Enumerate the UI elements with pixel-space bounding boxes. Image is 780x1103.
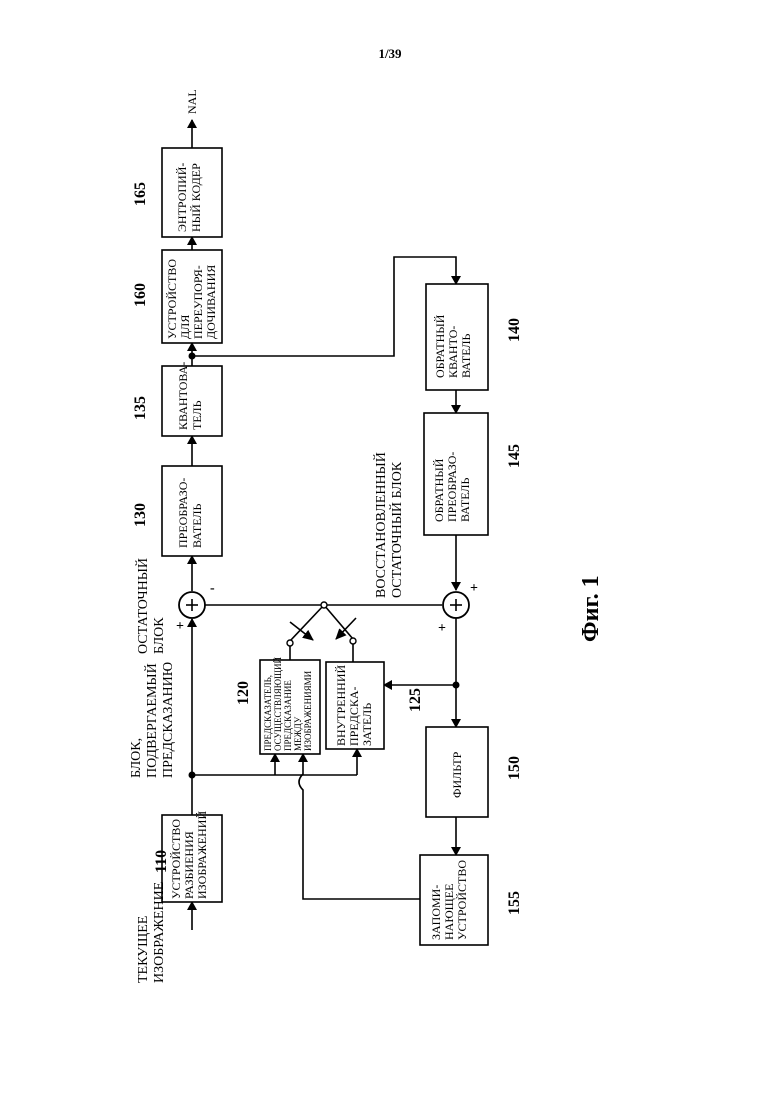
- block-120-inter-predictor: ПРЕДСКАЗАТЕЛЬ, ОСУЩЕСТВЛЯЮЩИЙ ПРЕДСКАЗАН…: [260, 655, 320, 754]
- junction-dot: [189, 353, 196, 360]
- ref-number-155: 155: [506, 891, 523, 915]
- label-residual-block: ОСТАТОЧНЫЙ БЛОК: [134, 554, 167, 654]
- subtractor-node: [179, 592, 205, 618]
- output-label-nal: NAL: [185, 89, 199, 114]
- plus-sign: +: [470, 581, 478, 596]
- ref-number-150: 150: [506, 756, 523, 780]
- ref-number-110: 110: [153, 850, 170, 873]
- connections: [192, 120, 456, 930]
- ref-number-135: 135: [132, 396, 149, 420]
- ref-number-120: 120: [235, 681, 252, 705]
- switch-contact-125: [350, 638, 356, 644]
- minus-sign: -: [210, 581, 215, 596]
- figure-caption: Фиг. 1: [578, 575, 604, 642]
- junction-dot: [189, 772, 196, 779]
- junction-dot: [453, 682, 460, 689]
- block-125-intra-predictor: ВНУТРЕННИЙ ПРЕДСКА- ЗАТЕЛЬ: [326, 662, 384, 749]
- label-predicted-block: БЛОК, ПОДВЕРГАЕМЫЙ ПРЕДСКАЗАНИЮ: [129, 660, 176, 778]
- block-165-entropy-coder: ЭНТРОПИЙ- НЫЙ КОДЕР: [162, 148, 222, 237]
- ref-number-145: 145: [506, 444, 523, 468]
- switch-arrow-2: [336, 618, 356, 639]
- line-135-to-140: [192, 257, 456, 356]
- ref-number-140: 140: [506, 318, 523, 342]
- block-110-image-splitter: УСТРОЙСТВО РАЗБИЕНИЯ ИЗОБРАЖЕНИЙ: [162, 811, 222, 902]
- block-135-quantizer: КВАНТОВА- ТЕЛЬ: [162, 359, 222, 436]
- ref-number-130: 130: [132, 503, 149, 527]
- label-current-image: ТЕКУЩЕЕ ИЗОБРАЖЕНИЕ: [136, 882, 167, 983]
- plus-sign: +: [438, 621, 446, 636]
- block-140-inverse-quantizer: ОБРАТНЫЙ КВАНТО- ВАТЕЛЬ: [426, 284, 488, 390]
- plus-sign: +: [176, 619, 184, 634]
- block-130-transformer: ПРЕОБРАЗО- ВАТЕЛЬ: [162, 466, 222, 556]
- block-145-inverse-transformer: ОБРАТНЫЙ ПРЕОБРАЗО- ВАТЕЛЬ: [424, 413, 488, 535]
- ref-number-160: 160: [132, 283, 149, 307]
- switch-arm-125: [324, 605, 353, 639]
- svg-text:ФИЛЬТР: ФИЛЬТР: [450, 751, 464, 798]
- block-150-filter: ФИЛЬТР: [426, 727, 488, 817]
- block-155-memory-device: ЗАПОМИ- НАЮЩЕЕ УСТРОЙСТВО: [420, 855, 488, 945]
- ref-number-165: 165: [132, 182, 149, 206]
- block-160-reordering-device: УСТРОЙСТВО ДЛЯ ПЕРЕУПОРЯ- ДОЧИВАНИЯ: [162, 250, 222, 343]
- switch-pivot: [321, 602, 327, 608]
- svg-text:ЭНТРОПИЙ- НЫЙ КОДЕР: ЭНТРОПИЙ- НЫЙ КОДЕР: [175, 160, 203, 232]
- svg-text:УСТРОЙСТВО ДЛЯ ПЕР: УСТРОЙСТВО ДЛЯ ПЕРЕУПОРЯ- ДОЧИВАНИЯ: [165, 256, 218, 339]
- switch-contact-120: [287, 640, 293, 646]
- ref-number-125: 125: [407, 688, 424, 712]
- junction-dots: [189, 353, 460, 779]
- label-reconstructed-residual: ВОССТАНОВЛЕННЫЙ ОСТАТОЧНЫЙ БЛОК: [372, 449, 405, 598]
- adder-node: [443, 592, 469, 618]
